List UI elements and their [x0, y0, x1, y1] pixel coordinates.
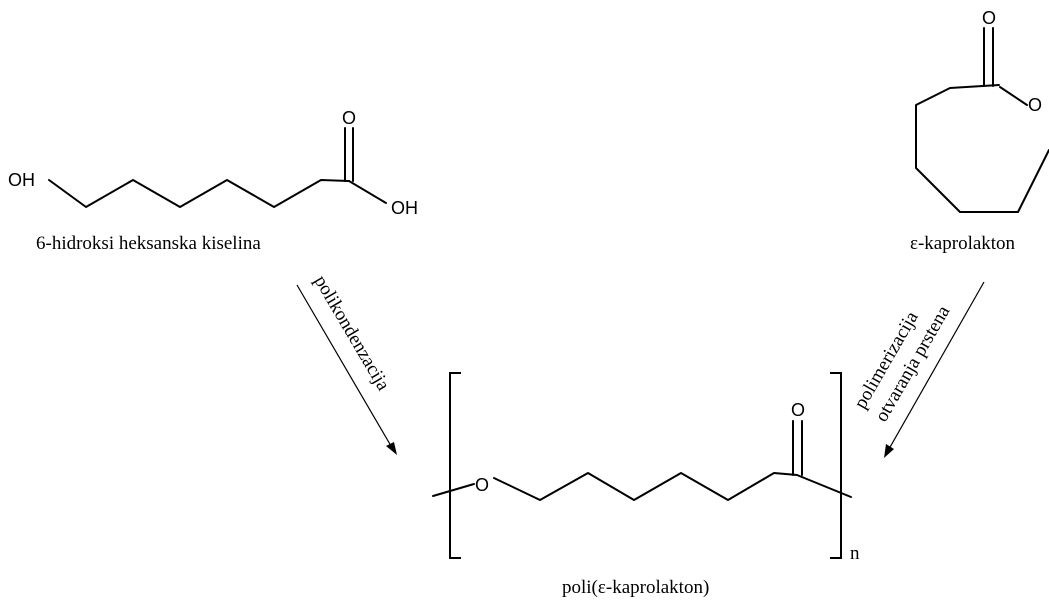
hydroxyl-group-label: OH	[8, 170, 35, 190]
acid-hydroxyl-label: OH	[391, 198, 418, 218]
chain-end-bond-left	[432, 483, 475, 497]
acid-carbonyl-oxygen-label: O	[342, 108, 356, 128]
polycondensation-arrow	[296, 284, 397, 455]
ring-opening-arrow	[884, 281, 985, 458]
polycaprolactone-structure: O O n	[432, 372, 860, 564]
polycondensation-label: polikondenzacija	[310, 272, 394, 395]
hydroxyhexanoic-acid-caption: 6-hidroksi heksanska kiselina	[36, 233, 261, 254]
caprolactone-ring-backbone	[915, 84, 1049, 213]
repeat-unit-subscript: n	[850, 543, 860, 564]
acid-oh-bond	[348, 180, 387, 204]
polycaprolactone-caption: poli(ε-kaprolakton)	[562, 577, 709, 598]
hydroxyhexanoic-acid-structure: OH O OH	[8, 108, 418, 218]
repeat-bracket-right	[830, 372, 842, 559]
chain-end-bond-right	[796, 474, 852, 498]
ring-opening-arrowhead	[884, 444, 894, 458]
polymer-backbone	[493, 472, 798, 501]
repeat-bracket-left	[449, 372, 461, 559]
chain-oxygen-label: O	[475, 475, 489, 495]
polycondensation-arrowhead	[386, 442, 397, 455]
lactone-ring-oxygen-label: O	[1028, 95, 1042, 115]
caprolactone-structure: O O	[915, 8, 1049, 213]
hydroxyhexanoic-carbon-chain	[48, 179, 350, 208]
product-carbonyl-oxygen-label: O	[791, 400, 805, 420]
caprolactone-ring	[999, 86, 1028, 106]
caprolactone-caption: ε-kaprolakton	[910, 233, 1016, 254]
lactone-carbonyl-oxygen-label: O	[982, 8, 996, 28]
